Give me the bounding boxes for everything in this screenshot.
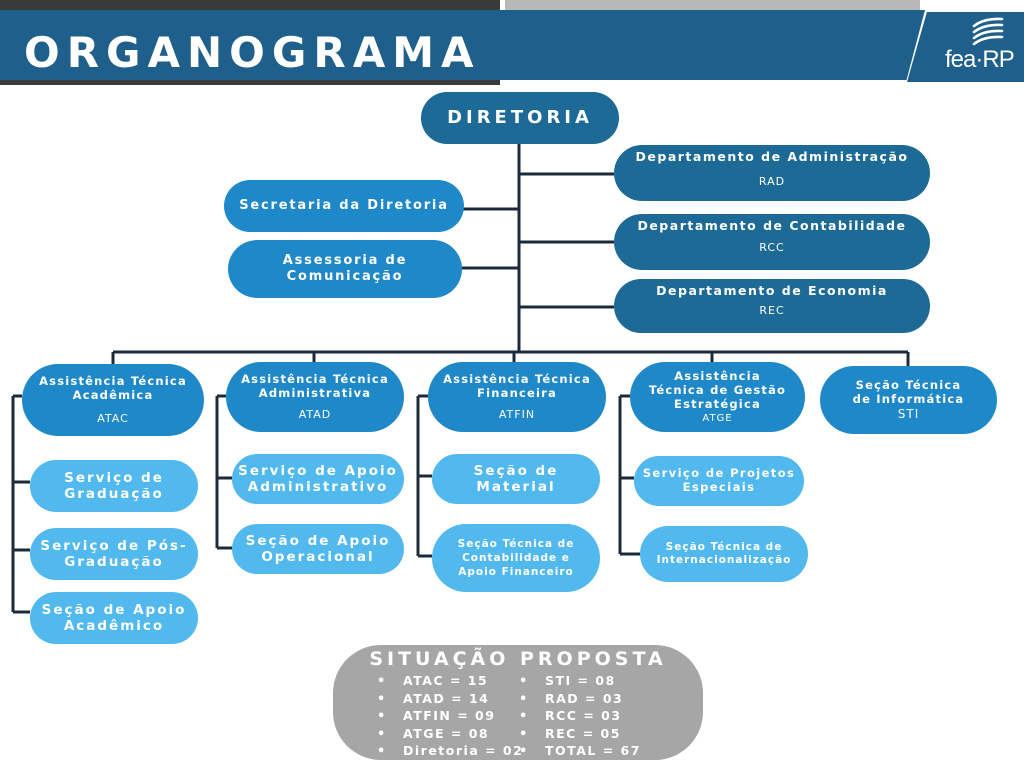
header-banner: ORGANOGRAMA: [0, 10, 925, 80]
servico-graduacao-box: Serviço de Graduação: [30, 460, 198, 512]
atad-label: Assistência Técnica Administrativa: [241, 371, 389, 400]
situacao-item: ATAD = 14: [377, 690, 523, 708]
servico-pos-graduacao-box: Serviço de Pós-Graduação: [30, 528, 198, 580]
secao-internacionalizacao-box: Seção Técnica de Internacionalização: [640, 526, 808, 582]
diretoria-label: DIRETORIA: [447, 107, 593, 129]
servico-graduacao-label: Serviço de Graduação: [64, 469, 164, 502]
logo-text: fea·RP: [945, 46, 1015, 73]
secao-material-box: Seção de Material: [432, 454, 600, 504]
secao-internacionalizacao-label: Seção Técnica de Internacionalização: [656, 541, 792, 566]
sti-box: Seção Técnica de Informática STI: [820, 366, 997, 434]
situacao-title: SITUAÇÃO PROPOSTA: [369, 648, 667, 670]
situacao-right-list: STI = 08 RAD = 03 RCC = 03 REC = 05 TOTA…: [519, 672, 641, 760]
logo-area: [907, 12, 1024, 82]
secao-material-label: Seção de Material: [473, 462, 559, 495]
servico-apoio-administrativo-box: Serviço de Apoio Administrativo: [232, 454, 404, 504]
situacao-item: RAD = 03: [519, 690, 641, 708]
servico-projetos-especiais-box: Serviço de Projetos Especiais: [634, 456, 804, 506]
dept-contabilidade-box: Departamento de Contabilidade RCC: [614, 214, 930, 270]
situacao-item: REC = 05: [519, 725, 641, 743]
dept-administracao-label: Departamento de Administração: [635, 149, 909, 164]
atge-label: Assistência Técnica de Gestão Estratégic…: [648, 369, 787, 411]
situacao-item: STI = 08: [519, 672, 641, 690]
sti-abbr: STI: [897, 407, 920, 422]
situacao-item: Diretoria = 02: [377, 742, 523, 760]
atge-box: Assistência Técnica de Gestão Estratégic…: [630, 362, 805, 432]
dept-economia-label: Departamento de Economia: [656, 283, 888, 298]
header-gray-stripe: [505, 0, 920, 12]
sti-label: Seção Técnica de Informática: [852, 377, 965, 406]
atfin-abbr: ATFIN: [498, 408, 536, 422]
situacao-item: TOTAL = 67: [519, 742, 641, 760]
dept-economia-abbr: REC: [759, 304, 785, 317]
assessoria-box: Assessoria de Comunicação: [228, 240, 462, 298]
atge-abbr: ATGE: [702, 412, 733, 424]
atfin-label: Assistência Técnica Financeira: [443, 371, 591, 400]
diretoria-box: DIRETORIA: [421, 92, 619, 144]
dept-administracao-box: Departamento de Administração RAD: [614, 145, 930, 201]
dept-administracao-abbr: RAD: [758, 175, 786, 188]
servico-pos-graduacao-label: Serviço de Pós-Graduação: [40, 537, 188, 570]
secao-apoio-operacional-box: Seção de Apoio Operacional: [232, 524, 404, 574]
servico-projetos-especiais-label: Serviço de Projetos Especiais: [642, 466, 796, 494]
dept-contabilidade-label: Departamento de Contabilidade: [637, 218, 907, 233]
atfin-box: Assistência Técnica Financeira ATFIN: [428, 362, 606, 432]
secretaria-box: Secretaria da Diretoria: [224, 180, 464, 232]
secretaria-label: Secretaria da Diretoria: [239, 198, 449, 214]
assessoria-label: Assessoria de Comunicação: [282, 253, 408, 284]
secao-apoio-academico-box: Seção de Apoio Acadêmico: [30, 592, 198, 644]
situacao-item: ATGE = 08: [377, 725, 523, 743]
secao-apoio-operacional-label: Seção de Apoio Operacional: [245, 532, 391, 565]
secao-contabilidade-financeiro-label: Seção Técnica de Contabilidade e Apoio F…: [457, 537, 575, 579]
dept-contabilidade-abbr: RCC: [759, 241, 785, 254]
dept-economia-box: Departamento de Economia REC: [614, 279, 930, 333]
situacao-item: RCC = 03: [519, 707, 641, 725]
atad-box: Assistência Técnica Administrativa ATAD: [226, 362, 404, 432]
servico-apoio-administrativo-label: Serviço de Apoio Administrativo: [238, 462, 398, 495]
situacao-left-list: ATAC = 15 ATAD = 14 ATFIN = 09 ATGE = 08…: [377, 672, 523, 760]
situacao-item: ATFIN = 09: [377, 707, 523, 725]
atad-abbr: ATAD: [298, 408, 332, 422]
atac-label: Assistência Técnica Acadêmica: [39, 373, 187, 402]
situacao-item: ATAC = 15: [377, 672, 523, 690]
situacao-proposta-panel: SITUAÇÃO PROPOSTA ATAC = 15 ATAD = 14 AT…: [333, 645, 703, 760]
secao-contabilidade-financeiro-box: Seção Técnica de Contabilidade e Apoio F…: [432, 524, 600, 592]
atac-abbr: ATAC: [97, 412, 129, 426]
logo-wave-icon: [972, 17, 1004, 46]
page-title: ORGANOGRAMA: [24, 28, 481, 77]
secao-apoio-academico-label: Seção de Apoio Acadêmico: [41, 601, 187, 634]
atac-box: Assistência Técnica Acadêmica ATAC: [22, 364, 204, 436]
